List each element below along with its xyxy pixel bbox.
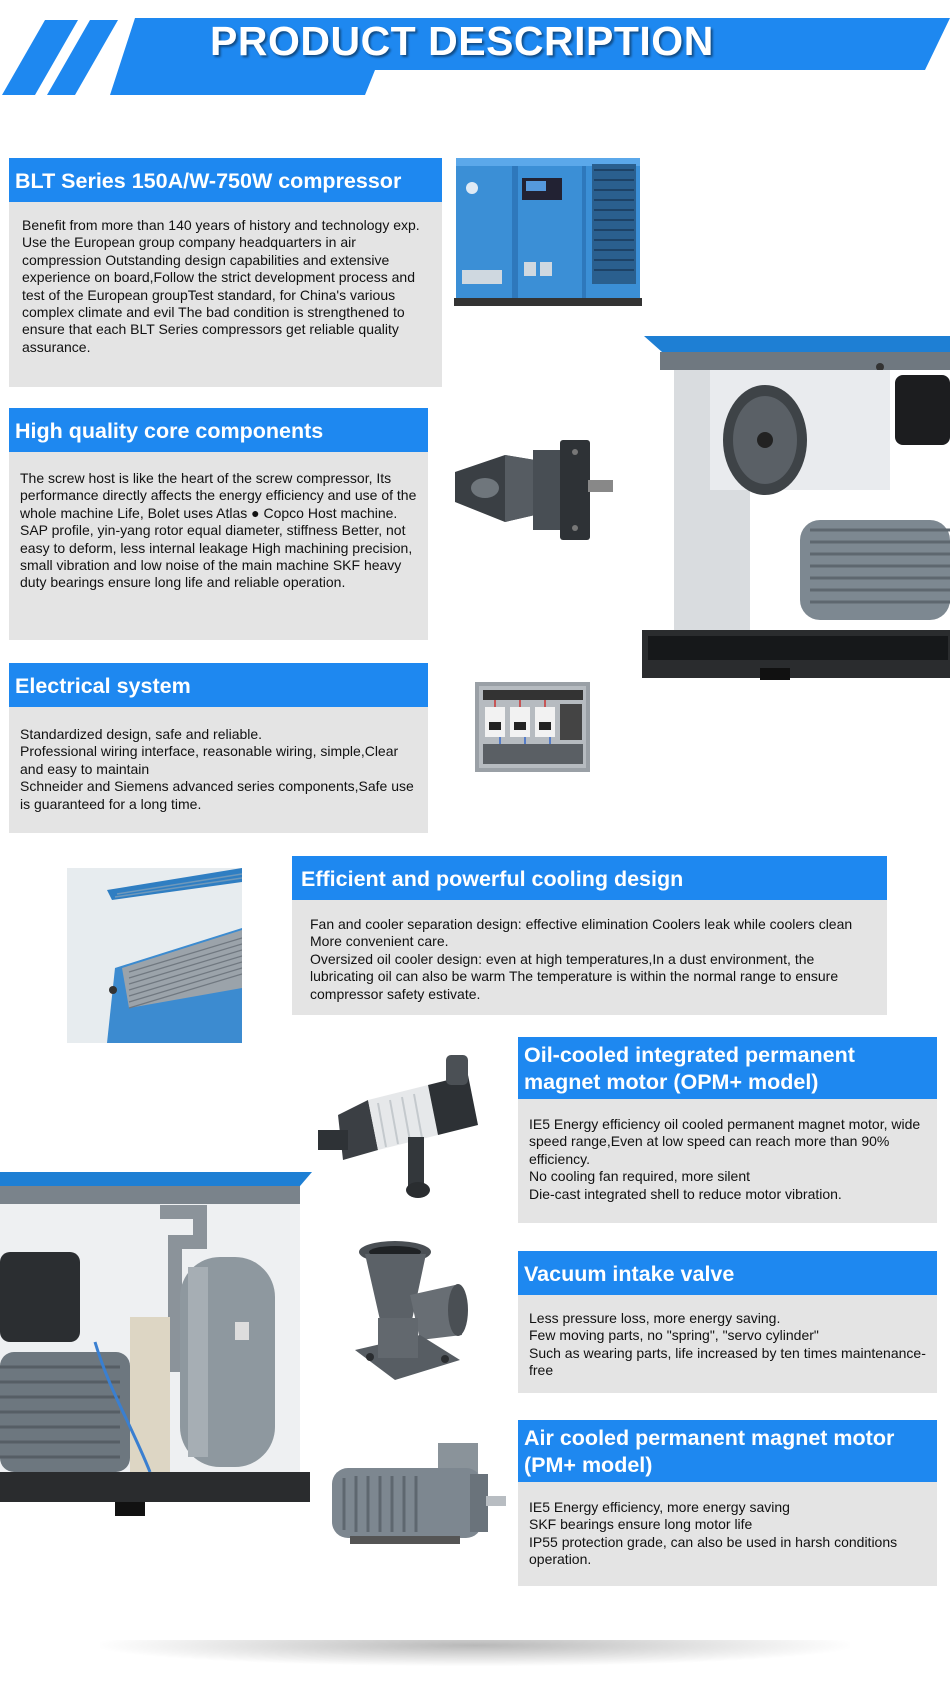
body-line: Standardized design, safe and reliable. xyxy=(20,726,263,742)
body-line: Use the European group company headquart… xyxy=(22,234,415,355)
body-line: Die-cast integrated shell to reduce moto… xyxy=(529,1185,842,1202)
section-title-core-components: High quality core components xyxy=(9,408,428,452)
body-line: The screw host is like the heart of the … xyxy=(20,470,417,521)
body-line: SKF bearings ensure long motor life xyxy=(529,1516,753,1533)
section-title-blt-series: BLT Series 150A/W-750W compressor xyxy=(9,158,442,202)
bottom-shadow-divider xyxy=(100,1640,850,1666)
body-line: Such as wearing parts, life increased by… xyxy=(529,1344,926,1379)
body-line: SAP profile, yin-yang rotor equal diamet… xyxy=(20,522,413,591)
section-body-electrical: Standardized design, safe and reliable. … xyxy=(9,707,428,833)
section-title-pm-motor: Air cooled permanent magnet motor (PM+ m… xyxy=(518,1420,937,1482)
section-title-intake-valve: Vacuum intake valve xyxy=(518,1251,937,1295)
section-body-intake-valve: Less pressure loss, more energy saving. … xyxy=(518,1295,937,1393)
section-body-core-components: The screw host is like the heart of the … xyxy=(9,452,428,640)
oil-cooler-icon xyxy=(67,868,242,1043)
body-line: Oversized oil cooler design: even at hig… xyxy=(310,950,839,1002)
air-cooled-motor-icon xyxy=(332,1443,506,1544)
screw-airend-icon xyxy=(455,440,613,540)
body-line: Few moving parts, no "spring", "servo cy… xyxy=(529,1327,819,1344)
oil-cooled-motor-icon xyxy=(318,1055,478,1198)
section-title-electrical: Electrical system xyxy=(9,663,428,707)
body-line: Schneider and Siemens advanced series co… xyxy=(20,778,414,812)
electrical-cabinet-icon xyxy=(475,682,590,772)
section-body-blt-series: Benefit from more than 140 years of hist… xyxy=(9,202,442,387)
section-body-opm-motor: IE5 Energy efficiency oil cooled permane… xyxy=(518,1099,937,1223)
body-line: IE5 Energy efficiency oil cooled permane… xyxy=(529,1116,921,1167)
body-line: IP55 protection grade, can also be used … xyxy=(529,1533,898,1568)
body-line: No cooling fan required, more silent xyxy=(529,1168,751,1185)
banner-graphic xyxy=(2,18,950,95)
compressor-unit-icon xyxy=(454,158,642,306)
body-line: IE5 Energy efficiency, more energy savin… xyxy=(529,1499,790,1515)
compressor-lower-interior-icon xyxy=(0,1172,312,1516)
section-title-cooling: Efficient and powerful cooling design xyxy=(292,856,887,900)
body-line: Professional wiring interface, reasonabl… xyxy=(20,743,399,777)
intake-valve-icon xyxy=(355,1241,468,1380)
compressor-interior-cutaway-icon xyxy=(642,336,950,680)
body-line: Fan and cooler separation design: effect… xyxy=(310,916,853,950)
section-body-cooling: Fan and cooler separation design: effect… xyxy=(292,900,887,1015)
section-title-opm-motor: Oil-cooled integrated permanent magnet m… xyxy=(518,1037,937,1099)
section-body-pm-motor: IE5 Energy efficiency, more energy savin… xyxy=(518,1482,937,1586)
body-line: Benefit from more than 140 years of hist… xyxy=(22,217,420,233)
page-title: PRODUCT DESCRIPTION xyxy=(210,18,714,64)
body-line: Less pressure loss, more energy saving. xyxy=(529,1310,781,1326)
